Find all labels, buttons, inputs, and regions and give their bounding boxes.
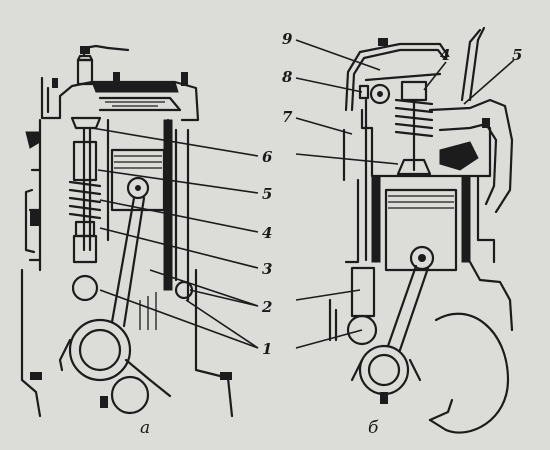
panel-b-leader-1: [295, 329, 363, 349]
panel-b-manifold: [428, 26, 514, 214]
panel-b-leader-8: [295, 77, 363, 93]
panel-a-leader-5: [97, 169, 259, 194]
panel-a-caption: а: [140, 418, 151, 438]
panel-a-leader-4: [99, 199, 259, 233]
panel-b-engine-drawing: [295, 26, 515, 434]
panel-b-leader-7: [295, 117, 353, 135]
panel-a-valve-assembly: [68, 116, 102, 302]
panel-b-callout-5: 5: [512, 46, 523, 64]
panel-b-cylinder-block: [342, 108, 496, 264]
panel-a-callout-2: 2: [262, 298, 273, 316]
panel-a-callout-1: 1: [262, 340, 273, 358]
panel-a-leader-1b: [185, 299, 259, 349]
panel-b-crankshaft: [350, 312, 510, 434]
panel-b-caption: б: [368, 418, 379, 438]
panel-a-callout-3: 3: [262, 260, 273, 278]
panel-a-callout-6: 6: [262, 148, 273, 166]
panel-b-rocker-cover: [344, 38, 450, 112]
panel-a-callout-4: 4: [262, 224, 273, 242]
panel-b-callout-7: 7: [282, 108, 293, 126]
panel-b-leader-4: [423, 61, 447, 91]
panel-b-piston: [384, 188, 458, 272]
panel-a-spark-plug: [76, 44, 130, 86]
panel-b-callout-4: 4: [440, 46, 451, 64]
panel-b-leader-6: [295, 153, 399, 165]
panel-a-engine-drawing: [20, 44, 259, 418]
panel-a-leader-3: [99, 227, 259, 269]
panel-a-leader-2b: [189, 289, 259, 307]
panel-b-callout-8: 8: [282, 68, 293, 86]
panel-b-leader-9: [295, 39, 381, 71]
panel-a-leader-6: [91, 127, 259, 157]
panel-a-leader-1: [99, 289, 259, 349]
panel-b-leader-2: [295, 289, 361, 301]
panel-a-leader-2: [149, 269, 259, 307]
panel-b-leader-5: [463, 59, 515, 105]
panel-a-cylinder-head: [40, 72, 200, 122]
panel-b-callout-9: 9: [282, 30, 293, 48]
panel-a-cylinder-and-piston: [106, 118, 173, 291]
panel-a-callout-5: 5: [262, 185, 273, 203]
